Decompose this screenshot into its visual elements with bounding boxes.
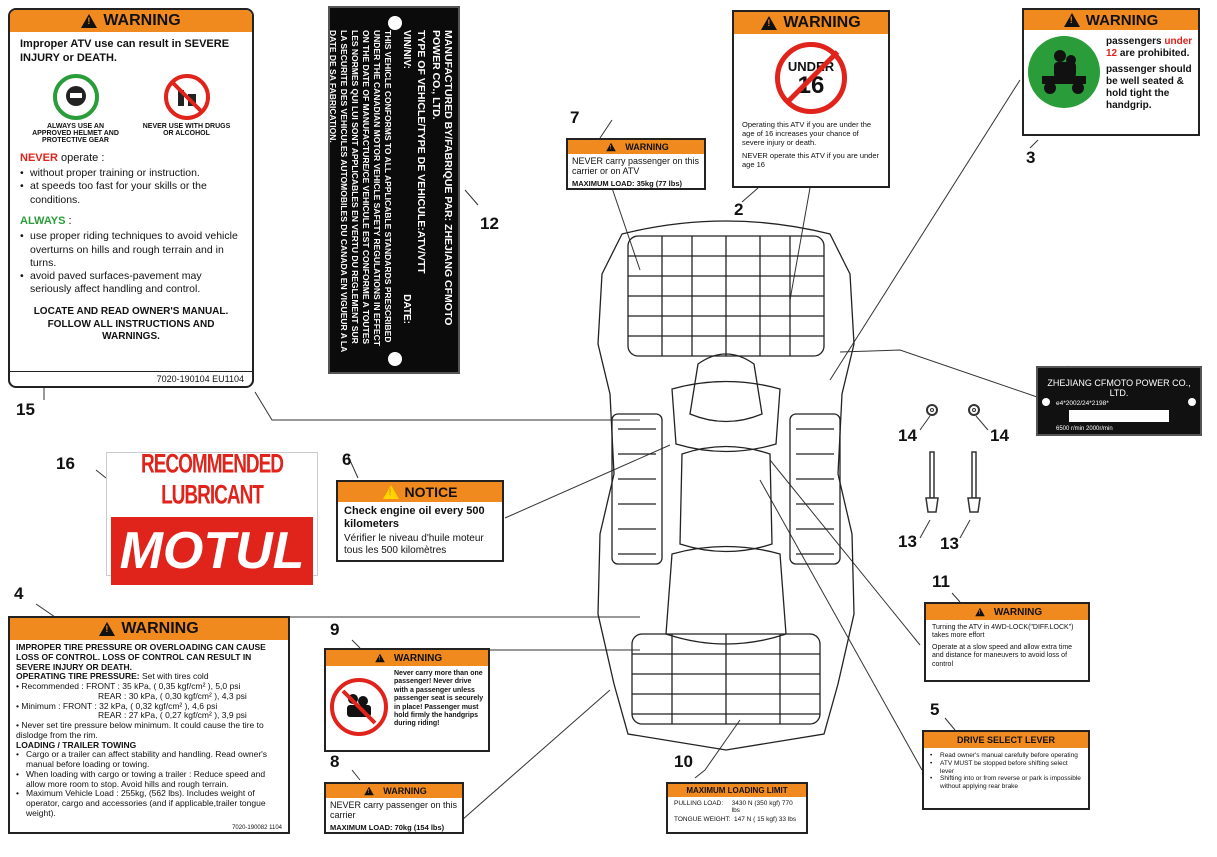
label-15-footer: LOCATE AND READ OWNER'S MANUAL. FOLLOW A… [33, 306, 229, 342]
label-15-never-list: without proper training or instruction. … [20, 167, 242, 206]
label-15-partno: 7020-190104 EU1104 [10, 371, 252, 386]
label-15-always-list: use proper riding techniques to avoid ve… [20, 230, 242, 296]
callout-3: 3 [1026, 148, 1036, 167]
label-15-intro: Improper ATV use can result in SEVERE IN… [20, 38, 230, 64]
callout-2: 2 [734, 200, 744, 219]
label-15-never-heading: NEVER operate : [20, 151, 105, 164]
label-7-warning: WARNING NEVER carry passenger on this ca… [566, 138, 706, 190]
callout-4: 4 [14, 584, 24, 603]
no-extra-passengers-icon [330, 678, 388, 736]
warning-triangle-icon [761, 16, 778, 30]
atv-top-view-illustration [597, 220, 855, 751]
label-2-under16-warning: WARNING UNDER 16 Operating this ATV if y… [732, 10, 890, 188]
callout-5: 5 [930, 700, 940, 719]
callout-11: 11 [932, 572, 950, 591]
label-15-always-heading: ALWAYS : [20, 214, 72, 227]
mounting-hole [388, 352, 402, 366]
helmet-icon [52, 73, 99, 120]
warning-triangle-icon [99, 622, 116, 636]
warning-triangle-icon [382, 485, 399, 499]
warning-triangle-icon [375, 653, 385, 663]
washer-icon [926, 404, 938, 416]
callout-15: 15 [16, 400, 35, 419]
label-1-nameplate: ZHEJIANG CFMOTO POWER CO., LTD. e4*2002/… [1036, 366, 1202, 436]
rivet-pins-icon [925, 451, 981, 513]
callout-12: 12 [480, 214, 499, 233]
under-16-icon: UNDER 16 [775, 42, 847, 114]
passengers-riding-icon [1028, 36, 1100, 108]
warning-triangle-icon [81, 14, 98, 28]
mounting-hole [388, 16, 402, 30]
label-11-diff-lock-warning: WARNING Turning the ATV in 4WD-LOCK("DIF… [924, 602, 1090, 682]
callout-13a: 13 [898, 532, 917, 551]
label-8-warning: WARNING NEVER carry passenger on this ca… [324, 782, 464, 834]
warning-triangle-icon [975, 607, 985, 617]
callout-10: 10 [674, 752, 693, 771]
callout-14b: 14 [990, 426, 1009, 445]
label-6-notice: NOTICE Check engine oil every 500 kilome… [336, 480, 504, 562]
callout-16: 16 [56, 454, 75, 473]
warning-triangle-icon [364, 786, 375, 796]
callout-7: 7 [570, 108, 580, 127]
label-16-motul: RECOMMENDED LUBRICANT MOTUL [106, 450, 318, 585]
callout-6: 6 [342, 450, 352, 469]
label-12-manufacturer-plate: MANUFACTURED BY/FABRIQUE PAR: ZHEJIANG C… [328, 6, 460, 374]
callout-9: 9 [330, 620, 340, 639]
callout-14a: 14 [898, 426, 917, 445]
warning-triangle-icon [606, 142, 617, 152]
warning-triangle-icon [1063, 13, 1080, 27]
label-3-passenger-warning: WARNING passengers under 12 are prohibit… [1022, 8, 1200, 136]
label-9-warning: WARNING Never carry more than one passen… [324, 648, 490, 752]
label-4-tire-warning: WARNING IMPROPER TIRE PRESSURE OR OVERLO… [8, 616, 290, 834]
label-5-drive-select-lever: DRIVE SELECT LEVER Read owner's manual c… [922, 730, 1090, 810]
vin-field [1069, 410, 1169, 422]
label-15-header: WARNING [10, 10, 252, 32]
callout-13b: 13 [940, 534, 959, 553]
no-drugs-alcohol-icon [163, 73, 210, 120]
motul-logo: MOTUL [111, 517, 313, 585]
label-15-warning: WARNING Improper ATV use can result in S… [8, 8, 254, 388]
label-10-loading-limit: MAXIMUM LOADING LIMIT PULLING LOAD: 3430… [666, 782, 808, 834]
washer-icon [968, 404, 980, 416]
callout-8: 8 [330, 752, 340, 771]
